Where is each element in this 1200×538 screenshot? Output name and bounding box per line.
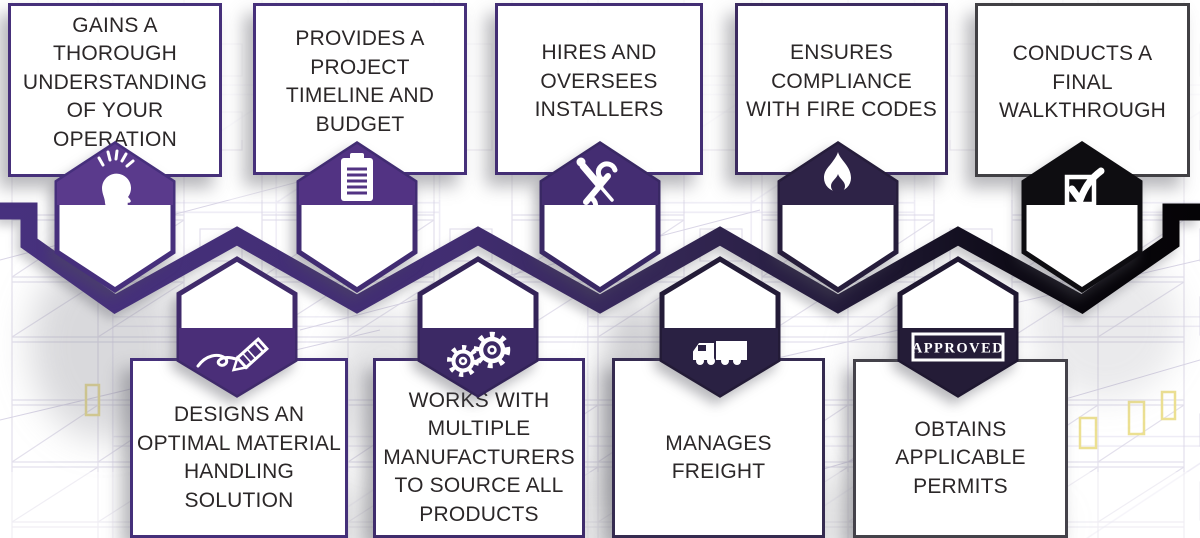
step-label: ENSURES COMPLIANCE WITH FIRE CODES	[746, 41, 937, 122]
step-hexagon	[54, 141, 176, 293]
step-hexagon	[539, 141, 661, 293]
step-label: OBTAINS APPLICABLE PERMITS	[895, 417, 1026, 498]
approved-stamp-text: APPROVED	[912, 341, 1005, 357]
approved-stamp-icon: APPROVED	[911, 332, 1005, 362]
hexagon-fill	[662, 328, 778, 395]
gears-icon	[447, 331, 511, 377]
step-hexagon	[296, 141, 418, 293]
step-hexagon	[777, 141, 899, 293]
tools-icon	[576, 157, 618, 217]
step-hexagon	[659, 256, 781, 398]
step-hexagon: APPROVED	[897, 256, 1019, 398]
yellow-highlight-boxes	[84, 383, 1177, 450]
truck-window	[698, 345, 706, 351]
step-hexagon	[417, 256, 539, 398]
step-label: HIRES AND OVERSEES INSTALLERS	[534, 41, 664, 122]
step-hexagon	[1021, 141, 1143, 293]
thinking-head-icon	[97, 149, 135, 215]
step-label: WORKS WITH MULTIPLE MANUFACTURERS TO SOU…	[383, 388, 575, 526]
flame-icon	[824, 152, 851, 193]
step-card-walkthrough: CONDUCTS A FINAL WALKTHROUGH	[975, 3, 1190, 177]
step-label: GAINS A THOROUGH UNDERSTANDING OF YOUR O…	[22, 13, 208, 151]
step-label: CONDUCTS A FINAL WALKTHROUGH	[998, 42, 1167, 123]
clipboard-icon	[341, 153, 373, 201]
step-label: DESIGNS AN OPTIMAL MATERIAL HANDLING SOL…	[137, 403, 341, 512]
truck-icon	[693, 341, 747, 365]
pencil-signature-icon	[196, 336, 270, 372]
step-label: MANAGES FREIGHT	[665, 431, 772, 484]
step-label: PROVIDES A PROJECT TIMELINE AND BUDGET	[285, 27, 435, 136]
step-card-design-solution: DESIGNS AN OPTIMAL MATERIAL HANDLING SOL…	[130, 358, 348, 538]
step-hexagon	[176, 256, 298, 398]
checkmark-icon	[1064, 167, 1105, 208]
hexagon-fill	[1024, 144, 1140, 205]
process-line-path	[0, 202, 1200, 315]
